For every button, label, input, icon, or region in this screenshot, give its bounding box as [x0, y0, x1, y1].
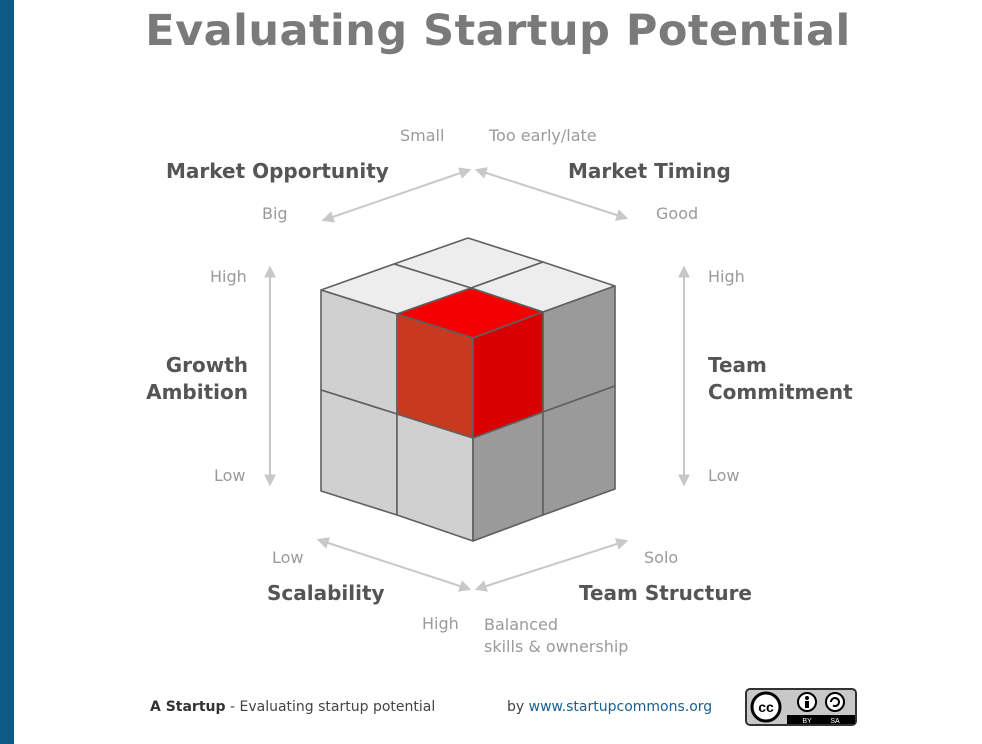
footer-credit: by www.startupcommons.org	[507, 699, 712, 715]
team-structure-low-label: Solo	[644, 548, 679, 567]
scalability-high-label: High	[422, 614, 459, 633]
team-structure-high-label-line1: Balanced	[484, 615, 558, 634]
growth-ambition-title: Growth Ambition	[146, 352, 248, 406]
page-title: Evaluating Startup Potential	[145, 6, 851, 56]
market-timing-arrow	[474, 167, 629, 221]
team-commitment-high-label: High	[708, 267, 745, 286]
svg-text:SA: SA	[830, 718, 840, 725]
growth-ambition-title-line1: Growth	[165, 353, 248, 377]
scalability-title: Scalability	[267, 581, 385, 605]
team-structure-high-label-line2: skills & ownership	[484, 637, 629, 656]
growth-ambition-title-line2: Ambition	[146, 380, 248, 404]
scalability-low-label: Low	[272, 548, 304, 567]
growth-ambition-high-label: High	[210, 267, 247, 286]
market-opportunity-low-label: Small	[400, 126, 445, 145]
scalability-arrow	[316, 537, 472, 592]
footer-url-link[interactable]: www.startupcommons.org	[528, 699, 713, 715]
market-opportunity-arrow	[321, 167, 472, 223]
svg-text:BY: BY	[802, 718, 812, 725]
cc-by-sa-icon[interactable]: cc BY SA	[745, 688, 857, 726]
team-commitment-title: Team Commitment	[708, 352, 853, 406]
market-timing-title: Market Timing	[568, 159, 731, 183]
team-commitment-title-line1: Team	[708, 353, 767, 377]
team-commitment-low-label: Low	[708, 466, 740, 485]
market-timing-low-label: Too early/late	[489, 126, 597, 145]
team-structure-high-label: Balanced skills & ownership	[484, 614, 628, 658]
market-opportunity-high-label: Big	[262, 204, 288, 223]
footer-brand: A Startup - Evaluating startup potential	[150, 699, 435, 715]
arrows-layer	[264, 167, 690, 592]
cube	[320, 237, 616, 542]
diagram-canvas: Evaluating Startup Potential	[14, 0, 982, 744]
team-structure-title: Team Structure	[579, 581, 752, 605]
footer-subtitle: - Evaluating startup potential	[229, 699, 436, 715]
team-commitment-title-line2: Commitment	[708, 380, 853, 404]
market-opportunity-title: Market Opportunity	[166, 159, 389, 183]
highlight-cube-right	[472, 311, 544, 439]
team-structure-arrow	[474, 538, 629, 592]
cube-right-bottom-right	[542, 385, 616, 516]
footer-by-text: by	[507, 699, 525, 715]
svg-text:cc: cc	[758, 699, 774, 715]
footer-brand-name: A Startup	[150, 699, 226, 715]
growth-ambition-low-label: Low	[214, 466, 246, 485]
market-timing-high-label: Good	[656, 204, 699, 223]
